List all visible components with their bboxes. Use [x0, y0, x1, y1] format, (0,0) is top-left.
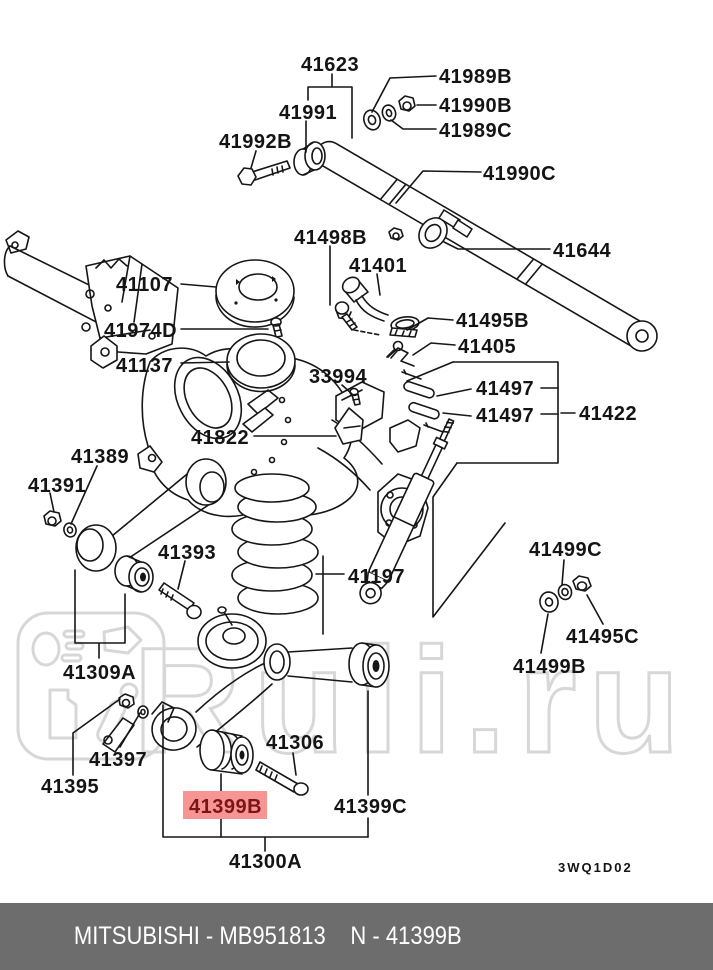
part-label-41306: 41306 — [266, 732, 324, 754]
brake-hose-drawing — [334, 276, 420, 338]
part-label-41499B: 41499B — [513, 656, 586, 678]
differential-housing-drawing — [137, 347, 429, 547]
footer-brand-part: MITSUBISHI - MB951813 — [73, 922, 326, 950]
part-label-41399B-highlighted: 41399B — [189, 796, 262, 818]
spring-seat-drawing — [215, 259, 296, 393]
coil-spring-drawing — [231, 473, 319, 615]
footer-text: MITSUBISHI - MB951813 N - 41399B — [0, 922, 462, 951]
part-label-41107: 41107 — [116, 274, 173, 296]
part-label-41822: 41822 — [191, 427, 249, 449]
part-label-41399C: 41399C — [334, 796, 407, 818]
part-label-41644: 41644 — [553, 240, 611, 262]
part-label-41197: 41197 — [348, 566, 405, 588]
part-label-41495C: 41495C — [566, 626, 639, 648]
part-label-41991: 41991 — [279, 102, 337, 124]
part-label-41992B: 41992B — [219, 131, 292, 153]
drawing-code: 3WQ1D02 — [558, 860, 633, 875]
lateral-rod-drawing — [315, 140, 658, 352]
part-label-41498B: 41498B — [294, 227, 367, 249]
leader-lines — [49, 73, 604, 852]
footer-number-ref: N - 41399B — [350, 922, 462, 950]
ruli-logo-icon — [16, 611, 166, 761]
upper-arm-drawing — [43, 458, 227, 620]
shock-absorber-drawing — [359, 418, 455, 605]
part-label-41391: 41391 — [28, 475, 86, 497]
part-label-41422: 41422 — [579, 403, 637, 425]
part-label-41395: 41395 — [41, 776, 99, 798]
part-label-41990B: 41990B — [439, 95, 512, 117]
part-label-41989B: 41989B — [439, 66, 512, 88]
suspension-exploded-diagram: Ruli.ru — [3, 54, 681, 875]
link-hardware-drawing — [102, 693, 149, 753]
part-label-41393: 41393 — [158, 542, 216, 564]
part-label-41974D: 41974D — [104, 320, 177, 342]
shock-hardware-drawing — [386, 340, 592, 613]
axle-housing-drawing — [3, 230, 179, 369]
part-label-41499C: 41499C — [529, 539, 602, 561]
part-label-41300A: 41300A — [229, 851, 302, 873]
part-label-41495B: 41495B — [456, 310, 529, 332]
part-label-41401: 41401 — [349, 255, 407, 277]
part-label-41397: 41397 — [89, 749, 147, 771]
part-label-33994: 33994 — [309, 366, 367, 388]
part-label-41623: 41623 — [301, 54, 359, 76]
part-label-41497-upper: 41497 — [476, 378, 534, 400]
part-label-41137: 41137 — [116, 355, 173, 377]
part-label-41990C: 41990C — [483, 163, 556, 185]
part-label-41309A: 41309A — [63, 662, 136, 684]
footer-bar: MITSUBISHI - MB951813 N - 41399B — [0, 903, 713, 970]
part-label-41497-lower: 41497 — [476, 405, 534, 427]
part-label-41989C: 41989C — [439, 120, 512, 142]
part-label-41405: 41405 — [458, 336, 516, 358]
front-bushing-drawing — [199, 729, 309, 796]
part-label-41389: 41389 — [71, 446, 129, 468]
part-labels: 41623 41991 41992B 41989B 41990B 41989C … — [28, 54, 639, 873]
highlighted-part-box — [183, 791, 267, 819]
